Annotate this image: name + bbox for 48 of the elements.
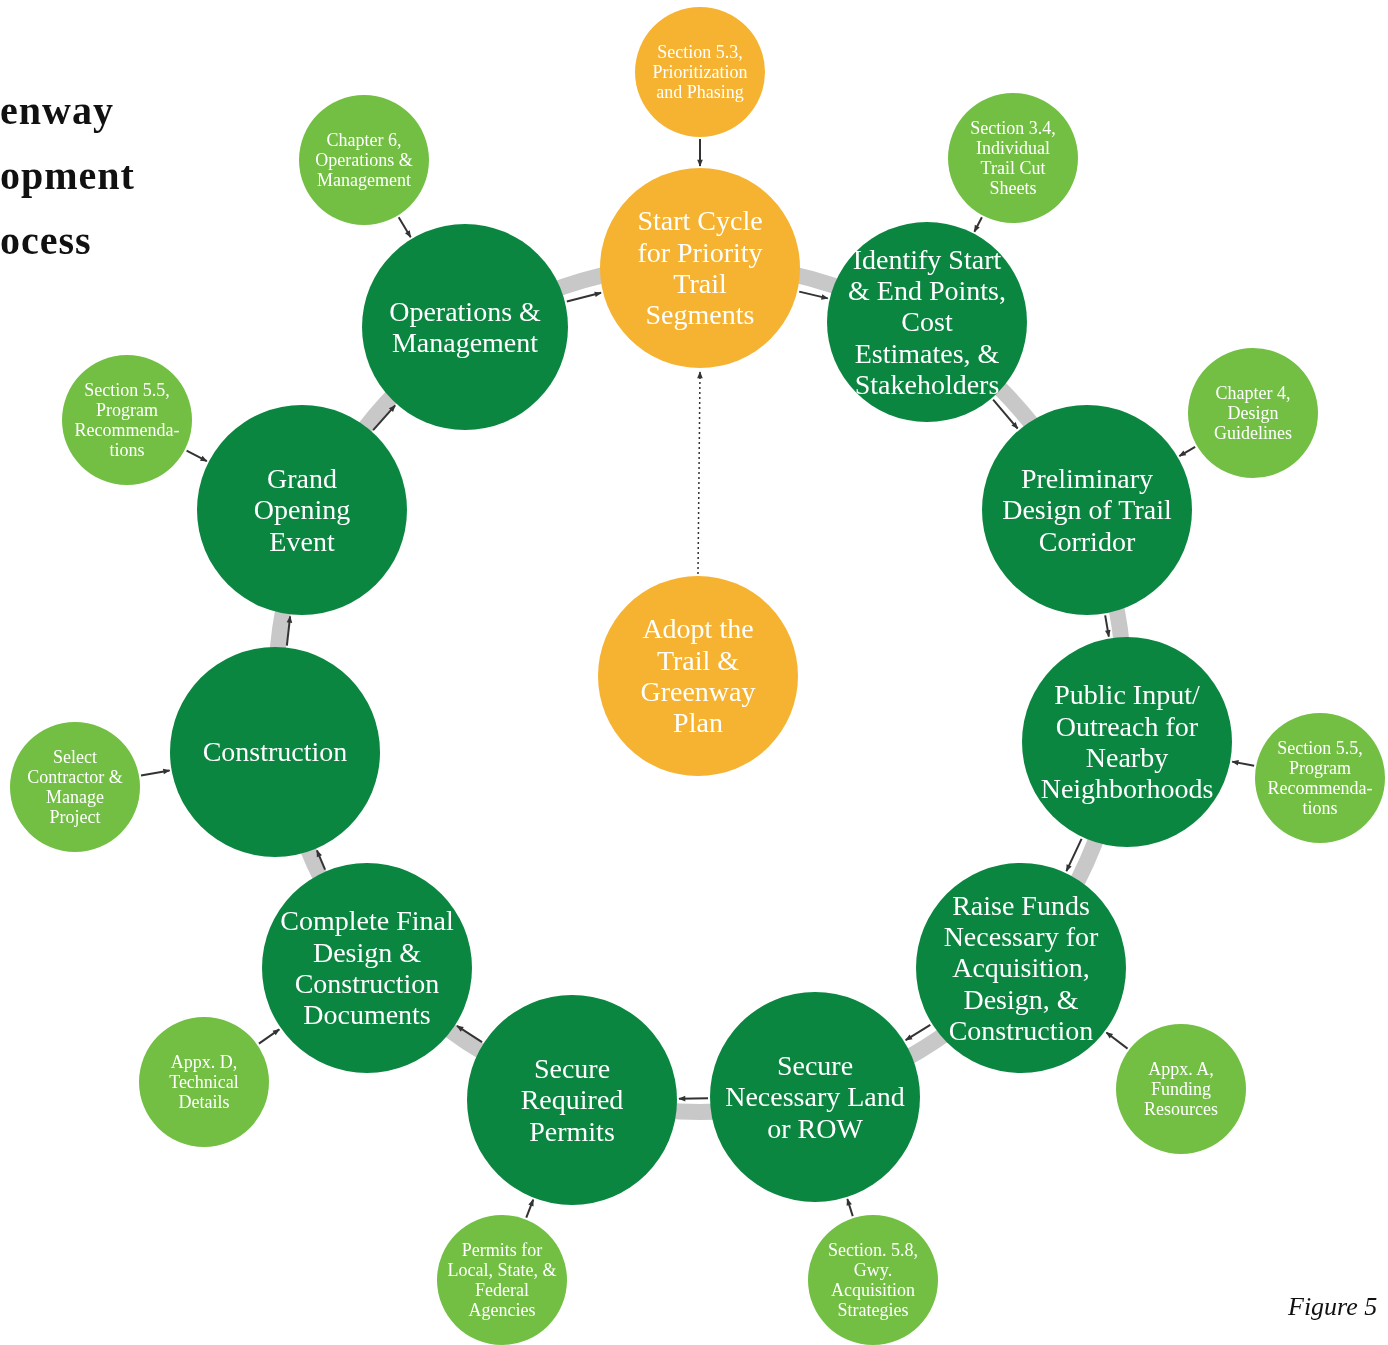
node-label: Secure Required Permits [519, 1052, 625, 1148]
arrow [798, 290, 829, 300]
node-label: Construction [201, 736, 349, 768]
arrow [257, 1028, 281, 1045]
arrow [455, 1024, 484, 1044]
arrow [992, 398, 1019, 430]
arrow [565, 291, 603, 303]
node-label: Section 3.4, Individual Trail Cut Sheets [969, 117, 1057, 199]
node-label: Secure Necessary Land or ROW [724, 1049, 906, 1145]
node-label: Section 5.3, Prioritization and Phasing [651, 41, 749, 103]
node-label: Public Input/ Outreach for Nearby Neighborhoods [1039, 679, 1215, 805]
node-label: Permits for Local, State, & Federal Agencies [446, 1239, 558, 1321]
node-label: Appx. A, Funding Resources [1143, 1058, 1219, 1120]
arrow [846, 1198, 854, 1218]
title: enway opment ocess [0, 87, 136, 265]
node-label: Section 5.5, Program Recommenda- tions [1266, 737, 1374, 819]
arrow [973, 216, 983, 233]
arrow [678, 1095, 709, 1102]
node-label: Section. 5.8, Gwy. Acquisition Strategies [827, 1239, 919, 1321]
figure-caption: Figure 5 [1288, 1292, 1378, 1322]
arrow [140, 768, 171, 777]
arrow [1231, 760, 1256, 767]
node-label: Chapter 6, Operations & Management [314, 129, 414, 191]
arrow [315, 849, 327, 871]
arrow [1105, 1031, 1129, 1050]
node-label: Select Contractor & Manage Project [26, 746, 124, 828]
arrow [1065, 837, 1083, 873]
node-label: Grand Opening Event [252, 462, 352, 558]
arrow [285, 615, 293, 647]
node-label: Identify Start & End Points, Cost Estimates, & Stakeholders [847, 243, 1007, 401]
arrow [525, 1198, 535, 1219]
arrow [697, 371, 703, 575]
node-label: Raise Funds Necessary for Acquisition, Design, & Construction [942, 889, 1100, 1047]
arrow [397, 216, 412, 239]
arrow [185, 449, 208, 463]
node-label: Appx. D, Technical Details [168, 1051, 240, 1113]
node-label: Complete Final Design & Construction Documents [279, 905, 455, 1031]
arrow [1104, 614, 1111, 638]
node-label: Chapter 4, Design Guidelines [1213, 382, 1293, 444]
node-label: Adopt the Trail & Greenway Plan [639, 613, 757, 739]
arrow [904, 1023, 932, 1042]
node-label: Preliminary Design of Trail Corridor [1001, 462, 1173, 558]
arrow [372, 404, 397, 432]
node-label: Section 5.5, Program Recommenda- tions [73, 379, 181, 461]
arrow [1178, 445, 1197, 457]
arrow [697, 138, 703, 167]
node-label: Start Cycle for Priority Trail Segments [636, 205, 764, 331]
node-label: Operations & Management [388, 295, 542, 359]
